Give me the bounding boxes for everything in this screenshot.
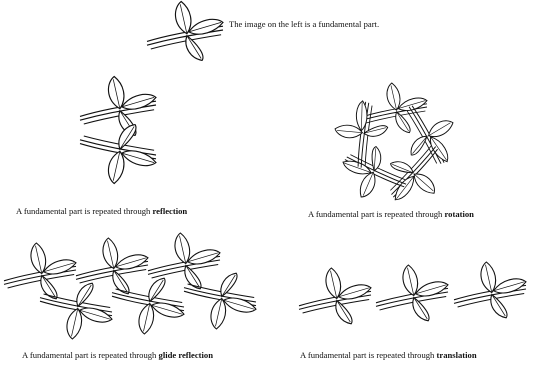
caption-prefix: A fundamental part is repeated through	[22, 350, 156, 360]
caption-term: translation	[437, 350, 477, 360]
caption-term: glide reflection	[159, 350, 214, 360]
reflection-pattern	[80, 77, 156, 184]
rotation-pattern	[326, 83, 464, 214]
fundamental-motif	[147, 1, 223, 60]
glide-reflection-caption: A fundamental part is repeated through g…	[22, 351, 213, 360]
translation-caption: A fundamental part is repeated through t…	[300, 351, 477, 360]
caption-term: rotation	[445, 209, 474, 219]
translation-pattern	[299, 262, 526, 324]
caption-prefix: A fundamental part is repeated through	[16, 206, 150, 216]
reflection-caption: A fundamental part is repeated through r…	[16, 207, 187, 216]
caption-term: reflection	[153, 206, 188, 216]
glide-reflection-pattern	[4, 233, 256, 339]
caption-prefix: A fundamental part is repeated through	[300, 350, 434, 360]
fundamental-caption: The image on the left is a fundamental p…	[229, 20, 379, 29]
rotation-caption: A fundamental part is repeated through r…	[308, 210, 474, 219]
caption-prefix: A fundamental part is repeated through	[308, 209, 442, 219]
